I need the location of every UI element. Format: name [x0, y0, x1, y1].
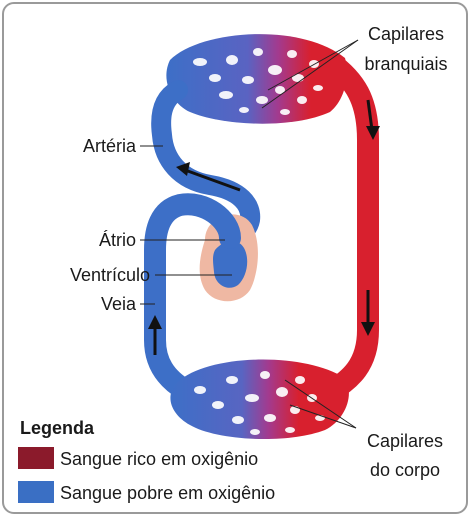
label-gill-capillaries-2: branquiais	[364, 54, 447, 74]
right-artery-vessel	[319, 51, 379, 403]
leader-lines	[140, 39, 359, 429]
legend: Legenda Sangue rico em oxigênio Sangue p…	[18, 418, 275, 503]
arrow-right-top-head	[366, 126, 380, 140]
arrow-artery	[184, 168, 241, 192]
label-atrio: Átrio	[99, 230, 136, 250]
arrow-artery-head	[176, 162, 190, 176]
arrow-right-top	[366, 99, 374, 131]
label-ventriculo: Ventrículo	[70, 265, 150, 285]
gill-capillaries	[166, 34, 347, 124]
label-veia: Veia	[101, 294, 137, 314]
legend-label-oxygen-poor: Sangue pobre em oxigênio	[60, 483, 275, 503]
legend-title: Legenda	[20, 418, 95, 438]
body-capillaries	[170, 359, 349, 440]
label-body-capillaries-1: Capilares	[367, 431, 443, 451]
legend-swatch-oxygen-poor	[18, 481, 54, 503]
label-body-capillaries-2: do corpo	[370, 460, 440, 480]
label-arteria: Artéria	[83, 136, 137, 156]
leader-gill-1	[267, 39, 359, 91]
arrow-right-bottom-head	[361, 322, 375, 336]
legend-label-oxygen-rich: Sangue rico em oxigênio	[60, 449, 258, 469]
leader-gill-2	[261, 39, 359, 109]
arrow-vein-head	[148, 315, 162, 329]
leader-body-1	[284, 379, 357, 429]
legend-swatch-oxygen-rich	[18, 447, 54, 469]
vein-vessel	[144, 193, 241, 401]
label-gill-capillaries-1: Capilares	[368, 24, 444, 44]
heart-chambers	[213, 241, 248, 288]
flow-arrows	[148, 99, 380, 355]
leader-body-2	[289, 404, 357, 429]
